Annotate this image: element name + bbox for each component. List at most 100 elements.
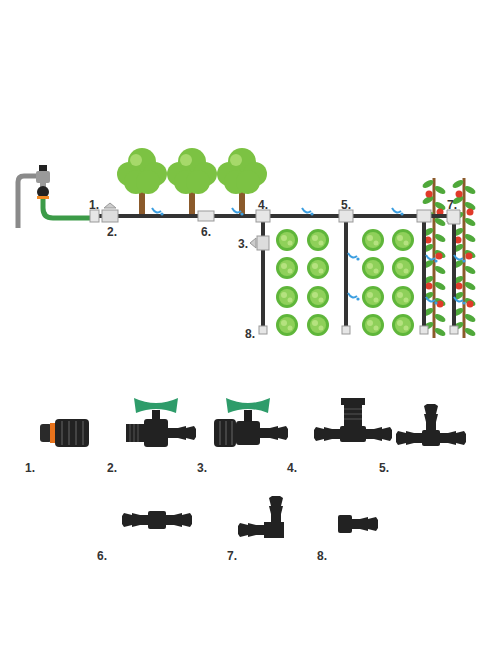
tee-body [422, 430, 440, 446]
hose-adapter [90, 210, 99, 222]
lettuce [276, 314, 298, 336]
valve-body [257, 236, 269, 250]
callout-number: 1. [89, 199, 99, 211]
dripper [454, 255, 466, 263]
lettuce [392, 314, 414, 336]
hose-connector [37, 186, 49, 198]
lettuce [392, 229, 414, 251]
callout-number: 5. [379, 462, 389, 474]
drip-pipe [452, 216, 456, 328]
dripper [392, 208, 404, 216]
dripper [348, 253, 360, 261]
thread [344, 404, 362, 426]
valve-stem [244, 410, 252, 422]
connector-collar [148, 511, 166, 529]
threaded-tee [314, 398, 392, 442]
barb [350, 517, 378, 531]
tap-handle [39, 165, 47, 171]
nut-ridges [62, 421, 83, 445]
elbow-fitting [447, 210, 460, 224]
tee-body [340, 426, 366, 442]
callout-number: 6. [97, 550, 107, 562]
elbow-body [264, 522, 284, 538]
callout-number: 6. [201, 226, 211, 238]
tree [117, 148, 167, 216]
lettuce [362, 229, 384, 251]
valve-handle [226, 398, 270, 413]
lettuce [392, 286, 414, 308]
callout-number: 8. [245, 328, 255, 340]
female-nut [214, 419, 236, 447]
barb [269, 496, 283, 524]
end-plug-part [338, 515, 378, 533]
lettuce [276, 286, 298, 308]
dripper [454, 297, 466, 305]
plug-cap [338, 515, 352, 533]
lettuce [307, 286, 329, 308]
callout-number: 2. [107, 226, 117, 238]
callout-number: 1. [25, 462, 35, 474]
end-plug [259, 326, 267, 334]
tap-body [36, 171, 50, 183]
callout-number: 3. [238, 238, 248, 250]
connector-nut [55, 419, 89, 447]
wall-pipe [18, 176, 38, 228]
thread-lines [344, 409, 362, 419]
tee [396, 404, 466, 446]
tee-fitting [417, 210, 431, 222]
lettuce [362, 314, 384, 336]
thread-lines [130, 424, 138, 442]
lettuce [362, 286, 384, 308]
drip-pipe [422, 216, 426, 328]
lettuce [307, 257, 329, 279]
barb [364, 427, 392, 441]
barb [122, 513, 150, 527]
lettuce [307, 229, 329, 251]
callout-number: 4. [258, 199, 268, 211]
valve-female [214, 398, 288, 447]
valve-body [144, 419, 168, 447]
callout-number: 3. [197, 462, 207, 474]
lettuce [276, 229, 298, 251]
barb [396, 431, 424, 445]
connector-ring [37, 196, 49, 199]
lettuce [276, 257, 298, 279]
callout-number: 4. [287, 462, 297, 474]
callout-number: 7. [227, 550, 237, 562]
barb [164, 513, 192, 527]
lettuce [307, 314, 329, 336]
lettuce [392, 257, 414, 279]
end-plug [450, 326, 458, 334]
callout-number: 7. [447, 199, 457, 211]
callout-number: 5. [341, 199, 351, 211]
thread [126, 424, 144, 442]
thread-collar [341, 398, 365, 405]
barb [168, 426, 196, 440]
quick-connector [40, 419, 89, 447]
valve-handle [134, 398, 178, 413]
straight-connector [122, 511, 192, 529]
dripper [302, 208, 314, 216]
end-plug [420, 326, 428, 334]
barb [260, 426, 288, 440]
tree [167, 148, 217, 216]
dripper [232, 208, 244, 216]
tee-fitting [256, 210, 270, 222]
barb [314, 427, 342, 441]
valve-body [102, 210, 118, 222]
end-plug [342, 326, 350, 334]
drip-pipe [344, 216, 348, 328]
tee-fitting [339, 210, 353, 222]
dripper [348, 293, 360, 301]
valve-handle [250, 238, 256, 248]
dripper [426, 255, 438, 263]
valve-handle [104, 203, 116, 208]
barb [424, 404, 438, 432]
dripper [426, 297, 438, 305]
valve-body [236, 421, 260, 445]
dripper [152, 208, 164, 216]
nut-ridges [220, 421, 232, 445]
callout-number: 2. [107, 462, 117, 474]
